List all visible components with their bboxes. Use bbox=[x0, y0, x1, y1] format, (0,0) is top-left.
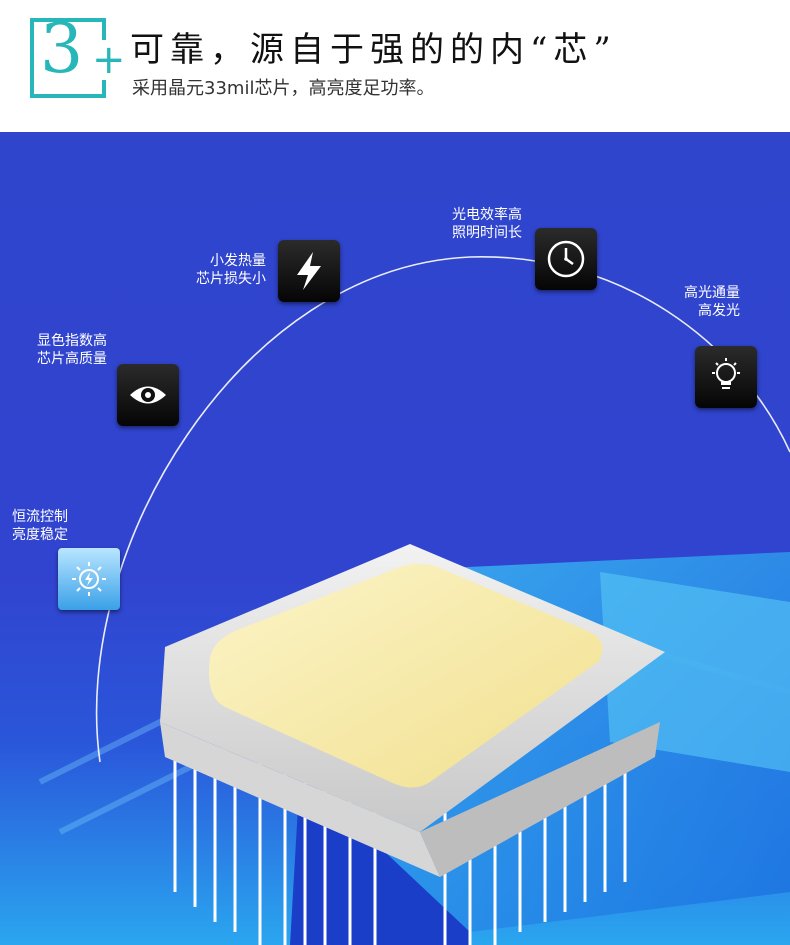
led-chip bbox=[160, 544, 665, 877]
hero-graphic bbox=[38, 256, 790, 945]
page-subtitle: 采用晶元33mil芯片，高亮度足功率。 bbox=[132, 78, 435, 99]
clock-icon bbox=[535, 228, 597, 290]
feature-luminous-label: 高光通量高发光 bbox=[684, 285, 740, 319]
feature-heat-label: 小发热量芯片损失小 bbox=[196, 253, 266, 287]
header: 3 + 可靠，源自于强的的内“芯” 采用晶元33mil芯片，高亮度足功率。 bbox=[0, 0, 790, 132]
badge-plus: + bbox=[90, 37, 128, 83]
power-sun-icon bbox=[58, 548, 120, 610]
hero-section: 光电效率高照明时间长 小发热量芯片损失小 高光通量高发光 bbox=[0, 132, 790, 945]
feature-efficiency-label: 光电效率高照明时间长 bbox=[452, 207, 522, 241]
eye-icon bbox=[117, 364, 179, 426]
badge-number: 3 bbox=[40, 10, 84, 89]
feature-cri-label: 显色指数高芯片高质量 bbox=[37, 333, 107, 367]
lightbulb-icon bbox=[695, 346, 757, 408]
lightning-icon bbox=[278, 240, 340, 302]
page-title: 可靠，源自于强的的内“芯” bbox=[130, 30, 617, 70]
feature-constant-current-label: 恒流控制亮度稳定 bbox=[12, 509, 68, 543]
